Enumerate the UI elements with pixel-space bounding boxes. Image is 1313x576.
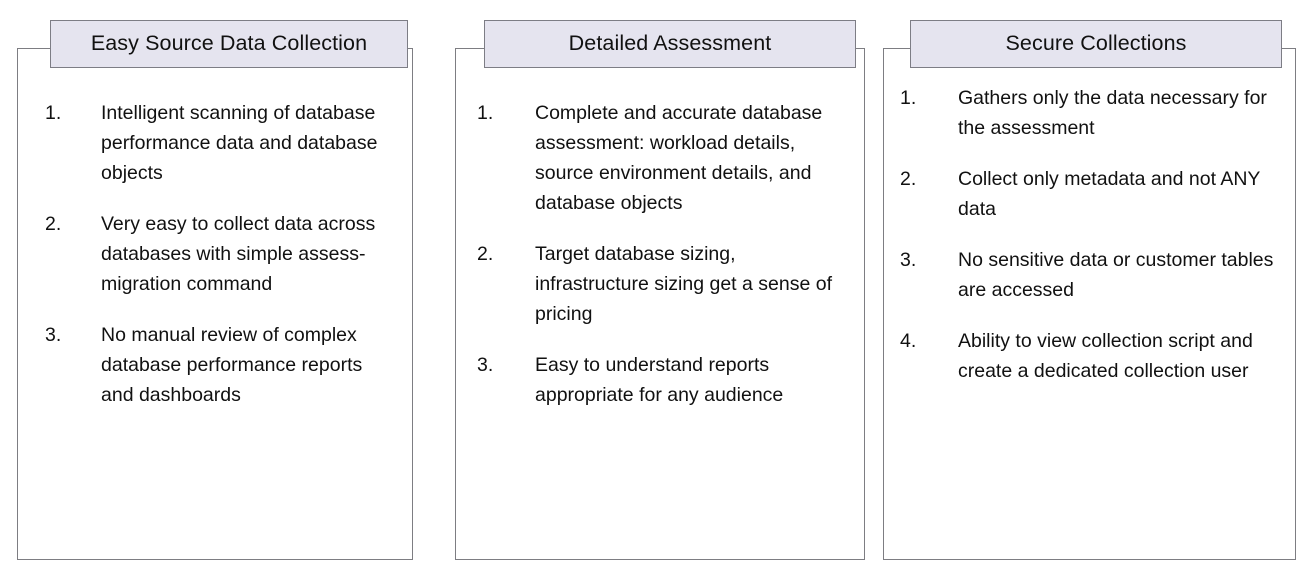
feature-list: 1. Complete and accurate database assess… xyxy=(477,98,849,410)
panel-header-detailed-assessment: Detailed Assessment xyxy=(484,20,856,68)
list-item-text: Target database sizing, infrastructure s… xyxy=(535,243,832,325)
list-item-number: 1. xyxy=(477,102,494,124)
list-item: 2. Very easy to collect data across data… xyxy=(45,209,397,299)
list-item: 4. Ability to view collection script and… xyxy=(900,326,1280,386)
panel-detailed-assessment: 1. Complete and accurate database assess… xyxy=(455,20,865,560)
list-item: 3. Easy to understand reports appropriat… xyxy=(477,350,849,410)
list-item-number: 1. xyxy=(900,87,917,109)
panel-body: 1. Complete and accurate database assess… xyxy=(455,48,865,560)
list-item-text: Ability to view collection script and cr… xyxy=(958,330,1253,382)
panel-header-easy-source-data-collection: Easy Source Data Collection xyxy=(50,20,408,68)
list-item: 1. Intelligent scanning of database perf… xyxy=(45,98,397,188)
feature-list: 1. Intelligent scanning of database perf… xyxy=(45,98,397,410)
panel-title: Secure Collections xyxy=(1005,31,1187,56)
feature-list: 1. Gathers only the data necessary for t… xyxy=(900,83,1280,386)
list-item-text: Very easy to collect data across databas… xyxy=(101,213,376,295)
panel-header-secure-collections: Secure Collections xyxy=(910,20,1282,68)
list-item-number: 1. xyxy=(45,102,62,124)
list-item-number: 2. xyxy=(900,168,917,190)
list-item: 2. Collect only metadata and not ANY dat… xyxy=(900,164,1280,224)
list-item-number: 4. xyxy=(900,330,917,352)
panel-secure-collections: 1. Gathers only the data necessary for t… xyxy=(883,20,1296,560)
list-item: 3. No manual review of complex database … xyxy=(45,320,397,410)
list-item-text: Complete and accurate database assessmen… xyxy=(535,102,823,214)
list-item-number: 3. xyxy=(45,324,62,346)
panel-body: 1. Intelligent scanning of database perf… xyxy=(17,48,413,560)
list-item-number: 3. xyxy=(477,354,494,376)
panel-title: Detailed Assessment xyxy=(568,31,772,56)
panel-body: 1. Gathers only the data necessary for t… xyxy=(883,48,1296,560)
list-item-text: Easy to understand reports appropriate f… xyxy=(535,354,784,406)
list-item-text: Collect only metadata and not ANY data xyxy=(958,168,1261,220)
list-item: 1. Gathers only the data necessary for t… xyxy=(900,83,1280,143)
list-item-number: 3. xyxy=(900,249,917,271)
list-item: 1. Complete and accurate database assess… xyxy=(477,98,849,218)
panel-easy-source-data-collection: 1. Intelligent scanning of database perf… xyxy=(17,20,413,560)
list-item-text: No sensitive data or customer tables are… xyxy=(958,249,1274,301)
list-item-text: Intelligent scanning of database perform… xyxy=(101,102,378,184)
panel-title: Easy Source Data Collection xyxy=(90,31,368,56)
list-item: 2. Target database sizing, infrastructur… xyxy=(477,239,849,329)
list-item-number: 2. xyxy=(45,213,62,235)
list-item-number: 2. xyxy=(477,243,494,265)
list-item-text: Gathers only the data necessary for the … xyxy=(958,87,1267,139)
list-item: 3. No sensitive data or customer tables … xyxy=(900,245,1280,305)
list-item-text: No manual review of complex database per… xyxy=(101,324,363,406)
